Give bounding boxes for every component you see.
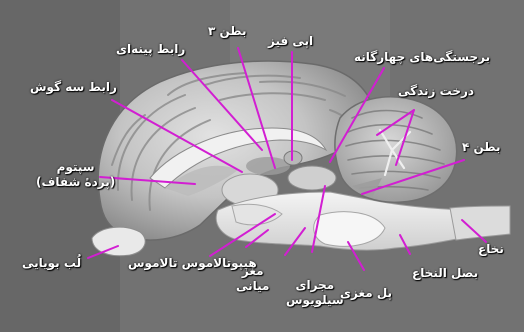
label-midbrain-line2: میانی [236,279,269,294]
label-aqueduct-line1: مجرای [286,278,344,293]
spinal-cord [450,206,510,240]
third-ventricle-region [246,157,290,175]
label-fourth-ventricle: بطن ۴ [462,140,501,155]
label-midbrain-line1: مغز [236,264,269,279]
label-septum-line2: (پردهٔ شفاف) [36,175,115,190]
tectum-region [288,166,336,190]
label-pons: پل مغزی [340,286,392,301]
label-aqueduct: مجرای سیلویوس [286,278,344,308]
label-fornix: رابط سه گوش [30,80,117,95]
label-septum-line1: سپتوم [36,160,115,175]
label-medulla: بصل النخاع [412,266,478,281]
label-olfactory-bulb: لُب بویایی [22,256,81,271]
label-midbrain: مغز میانی [236,264,269,294]
label-arbor-vitae: درخت زندگی [398,84,474,99]
olfactory-bulb [92,227,145,256]
label-corpus-callosum: رابط پینه‌ای [116,42,185,57]
label-tectum: برجستگی‌های چهارگانه [354,50,490,65]
label-spinal-cord: نخاع [478,242,504,257]
label-aqueduct-line2: سیلویوس [286,293,344,308]
label-pineal: اپی فیز [268,34,313,49]
label-septum: سپتوم (پردهٔ شفاف) [36,160,115,190]
label-third-ventricle: بطن ۳ [208,24,247,39]
